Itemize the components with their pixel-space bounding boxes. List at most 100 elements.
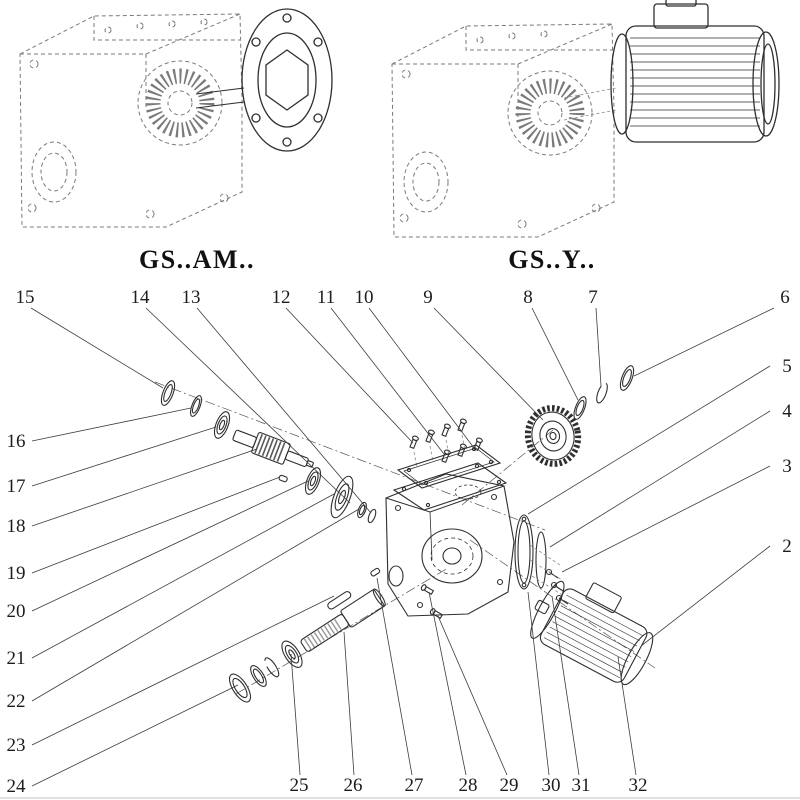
part-number-22: 22 <box>7 691 26 712</box>
worm-gear-disc <box>330 475 354 519</box>
part-number-4: 4 <box>782 401 792 422</box>
variant-label-gs-y: GS..Y.. <box>508 245 596 274</box>
part-number-17: 17 <box>7 476 26 497</box>
part-number-29: 29 <box>500 775 519 796</box>
gear-spacer-ring <box>573 396 587 420</box>
part-number-12: 12 <box>272 287 291 308</box>
callout-leader-26 <box>343 631 355 776</box>
motor-axis <box>469 539 656 669</box>
callout-leader-20 <box>31 480 309 612</box>
gs-am-shaft-hatch-ring <box>145 68 215 138</box>
part-number-18: 18 <box>7 516 26 537</box>
part-number-16: 16 <box>7 431 26 452</box>
part-number-19: 19 <box>7 563 26 584</box>
oil-seal <box>228 673 252 703</box>
part-number-26: 26 <box>344 775 363 796</box>
callout-leader-18 <box>31 448 258 527</box>
part-number-13: 13 <box>182 287 201 308</box>
part-number-24: 24 <box>7 776 27 797</box>
o-ring <box>535 531 547 589</box>
callout-leader-22 <box>31 508 360 702</box>
helical-gear <box>524 405 582 467</box>
part-number-15: 15 <box>16 287 35 308</box>
part-number-21: 21 <box>7 648 26 669</box>
gs-y-housing-outline <box>391 23 615 238</box>
part-number-20: 20 <box>7 601 26 622</box>
part-number-23: 23 <box>7 735 26 756</box>
callout-leader-23 <box>31 595 335 746</box>
part-number-6: 6 <box>780 287 790 308</box>
output-shaft <box>300 588 386 652</box>
part-number-31: 31 <box>572 775 591 796</box>
callout-leader-6 <box>633 307 775 377</box>
output-shaft-train <box>228 567 386 703</box>
gs-y-shaft-lines <box>563 87 617 121</box>
circlip-output <box>264 657 280 678</box>
callout-leader-29 <box>437 615 508 776</box>
cover-screws <box>409 418 483 469</box>
callout-leader-28 <box>428 591 467 776</box>
callout-leader-21 <box>31 493 335 659</box>
part-number-3: 3 <box>782 456 792 477</box>
callout-leader-32 <box>617 656 637 776</box>
motor-end-cap <box>620 632 654 686</box>
gear-housing <box>385 473 515 617</box>
callout-leader-2 <box>640 545 771 647</box>
part-number-10: 10 <box>355 287 374 308</box>
callout-leader-5 <box>527 365 771 515</box>
callout-leader-7 <box>595 307 602 387</box>
callout-leader-17 <box>31 426 217 487</box>
callout-leader-8 <box>531 307 579 401</box>
shim-ring <box>619 365 635 391</box>
callout-leader-27 <box>376 577 413 776</box>
pin-small <box>278 474 288 483</box>
gs-y-shaft-hatch-ring <box>515 78 585 148</box>
gs-y-motor <box>610 0 780 143</box>
callout-leader-25 <box>290 653 301 776</box>
locknut-ring <box>160 380 176 406</box>
part-number-9: 9 <box>423 287 433 308</box>
callout-leader-31 <box>551 595 580 776</box>
motor-fan-cover <box>752 31 780 137</box>
motor <box>530 580 654 686</box>
callout-leader-24 <box>31 684 239 787</box>
part-number-5: 5 <box>782 356 792 377</box>
part-number-7: 7 <box>588 287 598 308</box>
part-number-8: 8 <box>523 287 533 308</box>
gs-am-housing-outline <box>19 13 243 228</box>
callout-leader-16 <box>31 407 192 442</box>
bearing-input-a <box>213 411 231 439</box>
input-shaft-axis <box>154 381 546 531</box>
part-number-2: 2 <box>782 536 792 557</box>
washer <box>250 665 267 687</box>
motor-shaft-stub <box>534 599 550 615</box>
snap-ring <box>190 395 202 417</box>
part-number-11: 11 <box>317 287 335 308</box>
callout-leader-14 <box>145 307 351 504</box>
exploded-view <box>154 365 656 703</box>
callout-leader-10 <box>368 307 475 449</box>
output-shaft-axis <box>235 567 449 695</box>
callout-leader-19 <box>31 476 281 574</box>
callout-leader-3 <box>561 465 771 573</box>
input-shaft-train <box>160 380 377 524</box>
part-number-32: 32 <box>629 775 648 796</box>
part-number-27: 27 <box>405 775 424 796</box>
callout-leader-13 <box>196 307 372 514</box>
dowel-pin <box>370 567 381 577</box>
callout-leader-9 <box>433 307 544 421</box>
motor-terminal-box-small <box>585 582 622 614</box>
part-number-30: 30 <box>542 775 561 796</box>
shaft-key <box>327 591 352 610</box>
motor-terminal-box <box>653 3 709 29</box>
part-number-14: 14 <box>131 287 151 308</box>
bearing-output <box>281 640 303 668</box>
circlip-gear <box>596 382 608 404</box>
part-number-25: 25 <box>290 775 309 796</box>
callout-leader-12 <box>285 307 414 444</box>
side-cover <box>514 514 534 590</box>
bearing-input-b <box>304 467 322 495</box>
gs-am-output-flange <box>195 8 333 152</box>
